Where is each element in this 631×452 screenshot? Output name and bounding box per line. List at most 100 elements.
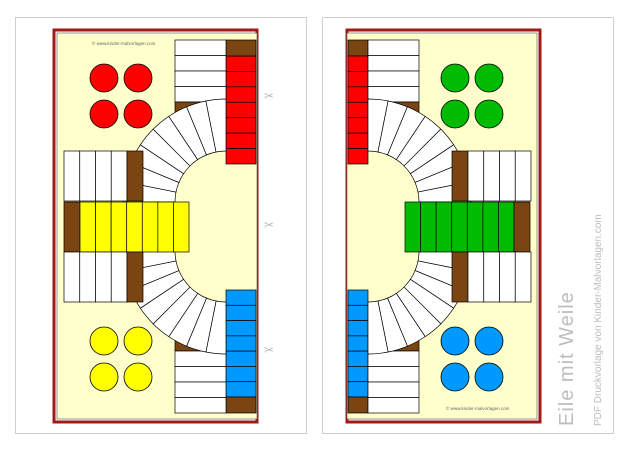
copyright-watermark: © www.kinder-malvorlagen.com (92, 40, 156, 46)
blue-token (440, 326, 470, 356)
curved-track-field (205, 98, 227, 153)
blue-home-field (225, 320, 257, 337)
blue-home-field (347, 289, 369, 306)
track-field (63, 150, 81, 202)
red-token (123, 99, 153, 129)
blue-home-field (347, 366, 369, 383)
track-field (499, 251, 516, 303)
red-home-field (225, 101, 257, 119)
left-board-half: © www.kinder-malvorlagen.com ✂ ✂ ✂ (52, 28, 274, 424)
track-field (467, 150, 485, 202)
red-home-field (347, 86, 369, 103)
green-home-field (498, 201, 515, 253)
track-field (367, 397, 420, 414)
blue-home-field (225, 289, 257, 306)
yellow-home-field (173, 201, 190, 253)
track-field (467, 251, 485, 303)
green-token (474, 63, 504, 93)
track-field (174, 70, 227, 87)
track-field (110, 251, 128, 303)
yellow-token (123, 362, 153, 392)
yellow-home-field (157, 201, 174, 253)
right-board-half: © www.kinder-malvorlagen.com (345, 28, 542, 424)
red-home-field (347, 71, 369, 88)
track-field (367, 381, 420, 398)
yellow-home-field (141, 201, 159, 253)
brown-path-field (126, 150, 144, 202)
blue-home-field (225, 304, 257, 321)
green-home-field (435, 201, 453, 253)
red-home-field (225, 117, 257, 134)
green-home-field (451, 201, 468, 253)
track-field (174, 366, 227, 383)
track-field (174, 55, 227, 72)
red-home-field (347, 132, 369, 149)
track-field (514, 150, 532, 202)
yellow-token (89, 362, 119, 392)
brown-path-field (225, 39, 257, 57)
red-home-field (347, 148, 369, 165)
red-home-field (225, 86, 257, 103)
green-home-field (420, 201, 437, 253)
game-title: Eile mit Weile (556, 291, 578, 426)
track-field (483, 150, 500, 202)
yellow-home-field (126, 201, 143, 253)
track-field (95, 251, 112, 303)
track-field (514, 251, 532, 303)
green-token (440, 63, 470, 93)
blue-token (440, 362, 470, 392)
red-token (89, 63, 119, 93)
red-home-field (347, 55, 369, 72)
brown-path-field (126, 251, 144, 303)
track-field (367, 55, 420, 72)
red-home-field (347, 117, 369, 134)
track-field (367, 70, 420, 87)
track-field (499, 150, 516, 202)
track-field (174, 397, 227, 414)
brown-path-field (451, 150, 469, 202)
track-field (367, 39, 420, 56)
scissors-icon: ✂ (264, 89, 274, 103)
brown-path-field (63, 201, 81, 253)
blue-home-field (347, 304, 369, 321)
track-field (174, 381, 227, 398)
blue-home-field (347, 381, 369, 398)
track-field (110, 150, 128, 202)
brown-path-field (347, 396, 369, 414)
blue-home-field (347, 350, 369, 367)
curved-track-field (367, 300, 389, 355)
red-home-field (225, 55, 257, 72)
red-home-field (225, 132, 257, 149)
green-token (474, 99, 504, 129)
track-field (63, 251, 81, 303)
green-token (440, 99, 470, 129)
scissors-icon: ✂ (264, 343, 274, 357)
yellow-home-field (110, 201, 128, 253)
track-field (367, 366, 420, 383)
blue-home-field (225, 381, 257, 398)
yellow-token (89, 326, 119, 356)
scissors-icon: ✂ (264, 218, 274, 232)
blue-home-field (347, 335, 369, 352)
print-template-subtitle: PDF Druckvorlage von Kinder-Malvorlagen.… (593, 214, 604, 426)
green-home-field (482, 201, 499, 253)
blue-token (474, 362, 504, 392)
yellow-home-field (79, 201, 96, 253)
track-field (174, 39, 227, 56)
green-home-field (466, 201, 484, 253)
brown-path-field (513, 201, 531, 253)
red-home-field (347, 101, 369, 119)
track-field (95, 150, 112, 202)
blue-home-field (347, 320, 369, 337)
blue-home-field (225, 335, 257, 352)
red-token (89, 99, 119, 129)
track-field (483, 251, 500, 303)
blue-home-field (225, 366, 257, 383)
copyright-watermark: © www.kinder-malvorlagen.com (446, 405, 510, 411)
blue-home-field (225, 350, 257, 367)
red-home-field (225, 71, 257, 88)
blue-token (474, 326, 504, 356)
brown-path-field (225, 396, 257, 414)
green-home-field (404, 201, 421, 253)
